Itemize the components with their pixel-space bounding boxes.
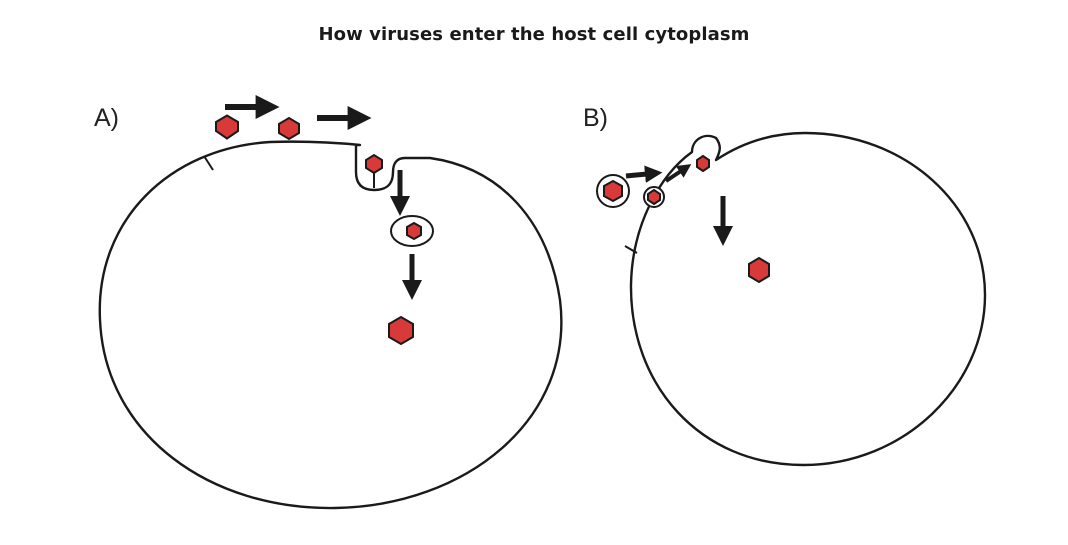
virus-a-bound xyxy=(365,153,383,175)
arrow-b-1 xyxy=(625,165,663,183)
host-cell-b-membrane xyxy=(629,131,987,467)
virus-b-released xyxy=(748,256,770,284)
virus-a-1 xyxy=(215,114,239,140)
arrow-b-2 xyxy=(664,164,692,183)
diagram-title: How viruses enter the host cell cytoplas… xyxy=(318,24,750,45)
panel-b xyxy=(596,131,987,467)
virus-a-endosome xyxy=(406,221,422,241)
host-cell-a-membrane xyxy=(98,140,563,510)
panel-a-label: A) xyxy=(94,104,119,132)
virus-b-fusing xyxy=(696,154,710,173)
virus-a-released xyxy=(388,315,414,346)
virus-a-2 xyxy=(278,116,300,141)
panel-b-label: B) xyxy=(583,104,608,132)
membrane-tick-b xyxy=(624,245,638,254)
virus-b-1 xyxy=(603,179,623,203)
panel-a xyxy=(98,95,563,510)
membrane-tick-a xyxy=(203,155,214,171)
virus-b-2 xyxy=(647,188,661,206)
